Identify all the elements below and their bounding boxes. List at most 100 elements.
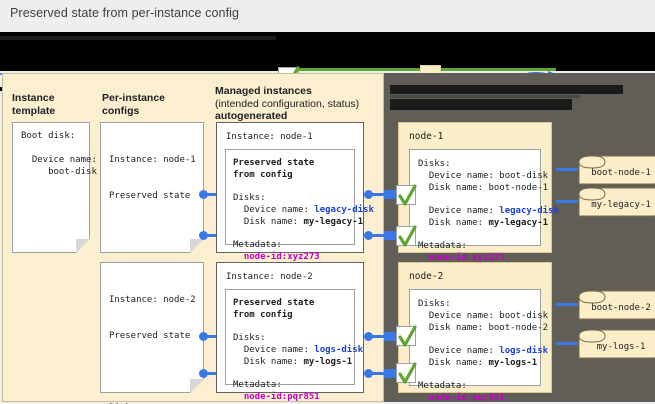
per-instance-config-card-node-1: Instance: node-1 Preserved state Disks: … [100,122,204,381]
connector-dot [364,231,373,240]
managed-instance-box-node-2: Instance: node-2 Preserved state from co… [216,262,364,402]
heading-line-2: (intended configuration, status) [215,97,360,110]
node-inner-body: Disks: Device name: boot-disk Disk name:… [418,158,559,264]
node-box-node-1: node-1 Disks: Device name: boot-disk Dis… [398,122,559,263]
check-icon [396,184,417,206]
config-body: Instance: node-2 Preserved state Disks: … [109,270,196,404]
metadata-indent [233,392,244,402]
preserved-state-line-2: from config [233,310,293,320]
heading-line-2: configs [102,104,140,117]
connector-line [206,193,222,196]
column-heading-per-instance-configs: Per-instance configs [102,92,165,117]
extra-device-label: Device name: [418,346,500,356]
heading-line-3: autogenerated [215,110,288,122]
disk-cylinder: my-legacy-1 [578,187,655,217]
metadata-label: Metadata: [418,381,467,391]
disks-label: Disks: [233,193,266,203]
metadata-label: Metadata: [233,380,282,390]
managed-instance-box-node-1: Instance: node-1 Preserved state from co… [216,122,374,262]
extra-disk-label: Disk name: [418,358,489,368]
managed-instance-inner-node-2: Preserved state from config Disks: Devic… [225,289,363,402]
disks-label: Disks: [418,299,451,309]
config-line: Preserved state [109,191,191,201]
extra-device-label: Device name: [418,206,500,216]
node-inner-body: Disks: Device name: boot-disk Disk name:… [418,298,548,404]
boot-disk-label: Disk name: [418,323,489,333]
managed-instance-title: Instance: node-2 [226,272,313,282]
connector-line [206,335,222,338]
per-instance-config-card-node-2: Instance: node-2 Preserved state Disks: … [100,262,204,404]
disk-cylinder: boot-node-2 [578,290,655,320]
managed-instance-inner-body: Preserved state from config Disks: Devic… [233,297,363,403]
config-spacer [109,226,196,238]
config-line: Preserved state [109,331,191,341]
boot-disk-value: boot-node-2 [488,323,549,333]
boot-disk-value: boot-node-1 [488,183,549,193]
spacer [233,228,374,239]
dark-heading-redaction-2 [390,95,580,98]
legend-items [0,32,655,91]
disk-cylinder-label: boot-node-2 [591,303,651,313]
boot-device-label: Device name: [418,171,500,181]
connector-dot [199,332,208,341]
spacer [233,368,363,379]
boot-disk-label: Disk name: [418,183,489,193]
extra-disk-value: my-logs-1 [488,358,538,368]
device-name-value: legacy-disk [314,205,374,215]
preserved-state-line-1: Preserved state [233,298,315,308]
disk-name-value: my-legacy-1 [303,217,364,227]
connector-line [384,332,398,341]
boot-device-value: boot-disk [499,311,549,321]
disk-cylinder-label: my-legacy-1 [591,200,651,210]
check-icon [396,325,417,347]
column-heading-managed-instances: Managed instances (intended configuratio… [215,85,359,123]
disk-cylinder-label: my-logs-1 [596,342,646,352]
metadata-indent [233,252,244,262]
metadata-indent [418,393,429,403]
spacer [233,321,363,332]
column-heading-instance-template: Instance template [12,92,55,117]
device-name-value: logs-disk [314,345,364,355]
connector-line [366,234,384,237]
disk-name-label: Disk name: [233,357,304,367]
dark-heading-redaction-1 [390,85,623,94]
disks-label: Disks: [418,159,451,169]
metadata-label: Metadata: [233,240,282,250]
heading-line-2: template [12,104,56,117]
instance-template-body: Boot disk: Device name: boot-disk [21,131,97,177]
metadata-value: node-id:xyz273 [243,252,320,262]
connector-line [206,234,222,237]
connector-dot [364,332,373,341]
node-inner-node-1: Disks: Device name: boot-disk Disk name:… [409,149,559,263]
connector-line [366,335,384,338]
spacer [418,369,548,380]
connector-dot [364,190,373,199]
disk-name-value: my-logs-1 [303,357,353,367]
connector-line [556,200,578,203]
disk-cylinder-label: boot-node-1 [591,168,651,178]
heading-line-1: Per-instance [102,92,166,104]
connector-line [556,303,578,306]
check-icon [396,225,417,247]
managed-instance-title: Instance: node-1 [226,132,313,142]
spacer [233,181,374,192]
connector-line [384,369,398,378]
check-icon [396,362,417,384]
boot-device-label: Device name: [418,311,500,321]
preserved-state-line-1: Preserved state [233,158,315,168]
disks-label: Disks: [233,333,266,343]
boot-device-value: boot-disk [499,171,549,181]
dogear-fold [76,239,90,253]
connector-line [384,190,398,199]
legend-band [0,32,655,91]
spacer [418,194,559,205]
dark-heading-redaction-3 [390,99,572,110]
extra-device-value: logs-disk [499,346,549,356]
connector-line [206,372,222,375]
connector-line [384,231,398,240]
connector-line [556,342,578,345]
managed-instance-inner-node-1: Preserved state from config Disks: Devic… [225,149,374,262]
dogear-fold [190,379,204,393]
disk-name-label: Disk name: [233,217,304,227]
